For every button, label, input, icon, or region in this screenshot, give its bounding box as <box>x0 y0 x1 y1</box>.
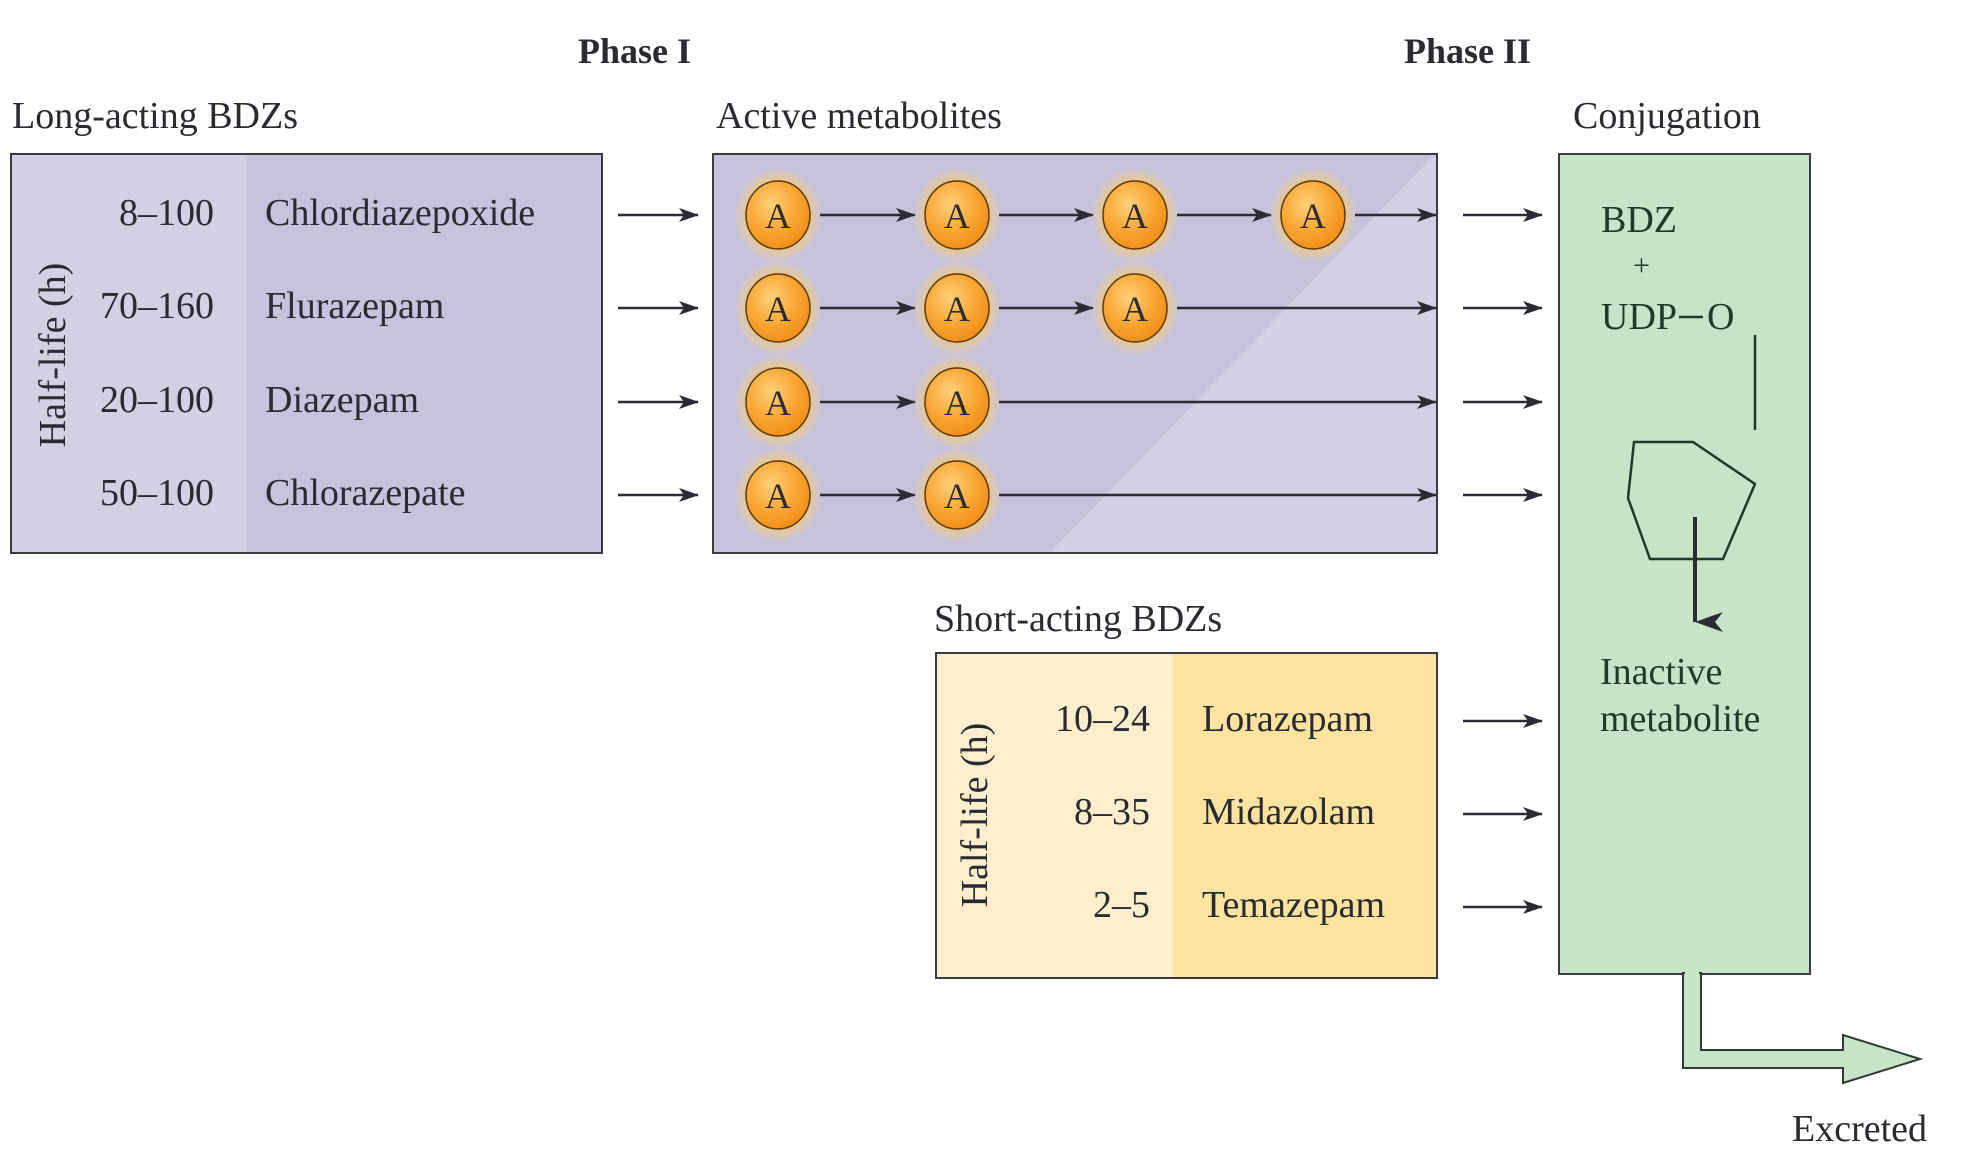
active-metabolite-icon: A <box>1269 167 1357 263</box>
inactive-metabolite-line1: Inactive <box>1600 651 1723 693</box>
svg-text:A: A <box>1300 196 1326 236</box>
short-acting-half-life: 8–35 <box>1074 791 1150 833</box>
svg-text:A: A <box>944 289 970 329</box>
short-acting-drug-name: Temazepam <box>1202 884 1386 926</box>
conjugation-udp: UDP <box>1601 296 1678 338</box>
phase-2-header: Phase II <box>1404 31 1532 71</box>
conjugation-bdz: BDZ <box>1601 199 1677 241</box>
svg-text:A: A <box>765 383 791 423</box>
long-acting-half-life: 20–100 <box>100 379 214 421</box>
short-acting-drug-name: Midazolam <box>1202 791 1376 833</box>
active-metabolite-icon: A <box>734 354 822 450</box>
long-acting-box <box>10 153 603 554</box>
active-metabolite-icon: A <box>734 260 822 356</box>
svg-text:A: A <box>765 196 791 236</box>
long-acting-half-life: 70–160 <box>100 285 214 327</box>
long-acting-drug-name: Chlorazepate <box>265 472 466 514</box>
short-acting-title: Short-acting BDZs <box>934 598 1223 640</box>
conjugation-plus: + <box>1633 249 1650 282</box>
active-metabolite-icon: A <box>1091 260 1179 356</box>
active-metabolites-title: Active metabolites <box>716 95 1002 137</box>
long-acting-title: Long-acting BDZs <box>12 95 299 137</box>
active-metabolite-icon: A <box>913 447 1001 543</box>
svg-text:A: A <box>944 383 970 423</box>
conjugation-box <box>1558 153 1811 975</box>
active-metabolite-icon: A <box>1091 167 1179 263</box>
short-acting-half-life: 10–24 <box>1055 698 1150 740</box>
phase-1-header: Phase I <box>578 31 692 71</box>
long-acting-half-life: 8–100 <box>119 192 214 234</box>
svg-text:A: A <box>1122 196 1148 236</box>
active-metabolite-icon: A <box>734 447 822 543</box>
excretion-pipe-join <box>1685 966 1699 976</box>
conjugation-oxygen: O <box>1707 296 1735 338</box>
active-metabolite-icon: A <box>913 354 1001 450</box>
active-metabolite-icon: A <box>734 167 822 263</box>
long-acting-drug-name: Diazepam <box>265 379 420 421</box>
svg-text:A: A <box>765 476 791 516</box>
short-acting-half-life: 2–5 <box>1093 884 1150 926</box>
short-acting-drug-name: Lorazepam <box>1202 698 1373 740</box>
inactive-metabolite-line2: metabolite <box>1600 698 1761 740</box>
hexagon-ring-icon <box>1626 440 1757 561</box>
active-metabolite-icon: A <box>913 260 1001 356</box>
metabolite-box-light-wedge <box>1050 155 1436 552</box>
svg-text:A: A <box>765 289 791 329</box>
long-acting-half-life: 50–100 <box>100 472 214 514</box>
long-acting-drug-name: Chlordiazepoxide <box>265 192 536 234</box>
svg-text:A: A <box>944 476 970 516</box>
short-acting-box <box>935 652 1438 979</box>
udp-glucuronic-acid-structure <box>1626 315 1757 561</box>
conjugation-title: Conjugation <box>1573 95 1761 137</box>
svg-text:A: A <box>944 196 970 236</box>
excretion-arrow <box>1682 972 1924 1085</box>
active-metabolite-icon: A <box>913 167 1001 263</box>
svg-text:A: A <box>1122 289 1148 329</box>
long-acting-drug-name: Flurazepam <box>265 285 445 327</box>
excreted-label: Excreted <box>1792 1108 1928 1150</box>
